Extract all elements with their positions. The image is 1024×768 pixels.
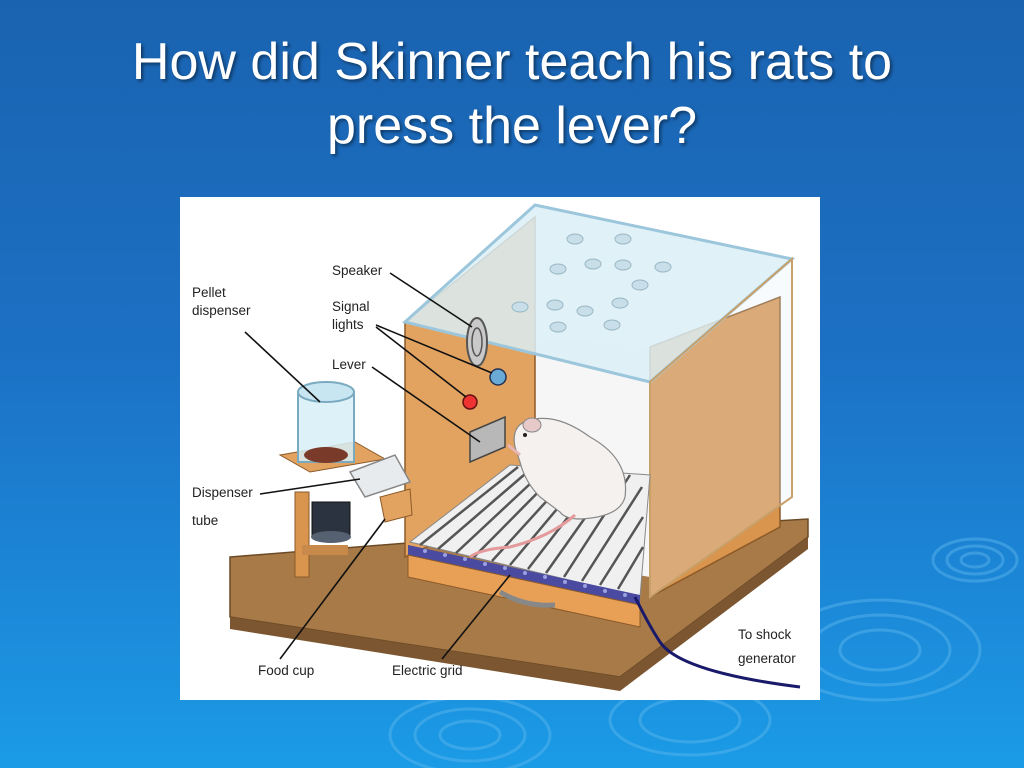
label-lever: Lever: [332, 357, 366, 372]
label-food-cup: Food cup: [258, 663, 314, 678]
shock-wire: [633, 596, 801, 689]
signal-light-blue: [489, 368, 507, 386]
lever: [469, 415, 506, 464]
label-pellet-dispenser-line2: dispenser: [192, 303, 251, 318]
rat: [469, 417, 627, 559]
title-line-2: press the lever?: [327, 97, 697, 155]
label-signal-lights-line2: lights: [332, 317, 364, 332]
label-dispenser-tube-line2: tube: [192, 513, 218, 528]
label-shock-generator-line2: generator: [738, 651, 796, 666]
label-speaker: Speaker: [332, 263, 383, 278]
label-pellet-dispenser-line1: Pellet: [192, 285, 226, 300]
title-line-1: How did Skinner teach his rats to: [131, 33, 893, 91]
drawer: [407, 554, 641, 628]
label-shock-generator-line1: To shock: [738, 627, 792, 642]
label-electric-grid: Electric grid: [392, 663, 463, 678]
label-dispenser-tube-line1: Dispenser: [192, 485, 253, 500]
signal-light-red: [462, 394, 478, 410]
skinner-box-diagram: Speaker Signal lights Lever Pellet dispe…: [180, 197, 820, 700]
dispenser-tube: [348, 454, 412, 498]
food-cup: [379, 488, 413, 523]
label-signal-lights-line1: Signal: [332, 299, 370, 314]
slide-title: How did Skinner teach his rats to press …: [40, 30, 984, 158]
